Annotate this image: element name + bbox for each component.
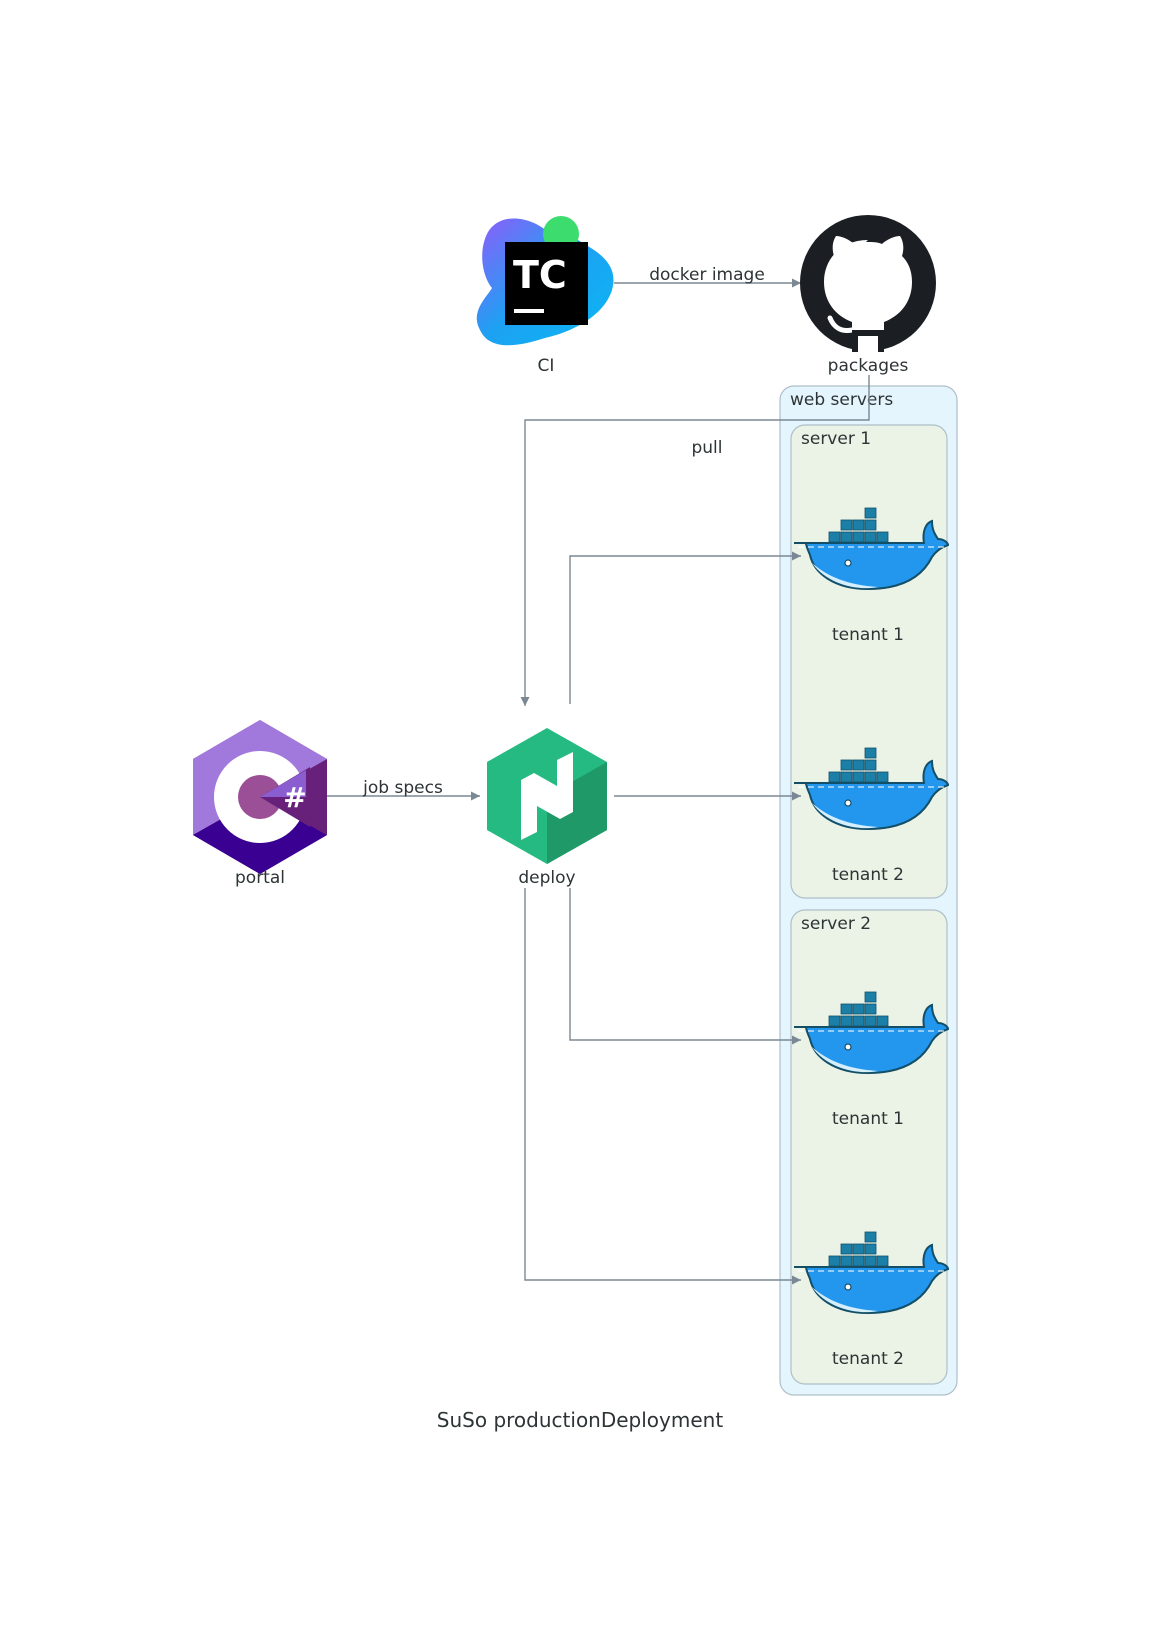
nomad-icon [487,728,607,864]
svg-text:#: # [283,781,306,814]
node-label-portal: portal [235,868,285,888]
server-2-cluster-label: server 2 [801,914,871,934]
node-label-deploy: deploy [518,868,575,888]
server-1-cluster-label: server 1 [801,429,871,449]
node-label-server2-tenant2: tenant 2 [832,1349,904,1369]
teamcity-icon: TC [476,216,614,346]
node-label-server2-tenant1: tenant 1 [832,1109,904,1129]
node-label-packages: packages [828,356,909,376]
web-servers-cluster-label: web servers [790,390,893,410]
github-icon [800,215,936,352]
edge-packages-deploy [520,375,870,706]
edge-deploy-s2-tenant1 [569,888,801,1045]
node-label-server1-tenant1: tenant 1 [832,625,904,645]
diagram-title: SuSo productionDeployment [437,1408,724,1432]
csharp-icon: # [193,720,327,874]
edge-label-job-specs: job specs [362,778,443,798]
edge-deploy-s1-tenant1 [569,551,801,704]
edge-deploy-s2-tenant2 [524,888,801,1285]
edge-label-pull: pull [691,438,722,458]
svg-text:TC: TC [513,253,567,297]
node-label-server1-tenant2: tenant 2 [832,865,904,885]
edge-label-docker-image: docker image [649,265,765,285]
node-label-ci: CI [538,356,555,376]
